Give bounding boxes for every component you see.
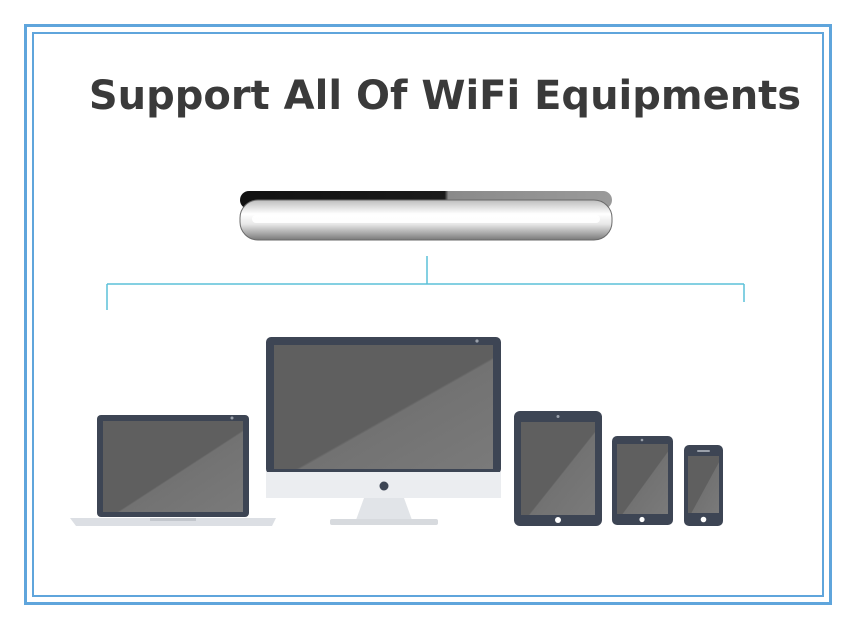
page-title: Support All Of WiFi Equipments [88,73,802,119]
outer-border-frame [24,24,832,605]
smartphone-icon [684,445,723,526]
connection-lines [106,256,745,310]
laptop-icon [70,415,276,526]
small-tablet-icon [612,436,673,525]
desktop-monitor-icon [266,337,501,525]
pocket-wifi-router-icon [239,191,613,241]
tablet-icon [514,411,602,526]
inner-border-frame [32,32,824,597]
